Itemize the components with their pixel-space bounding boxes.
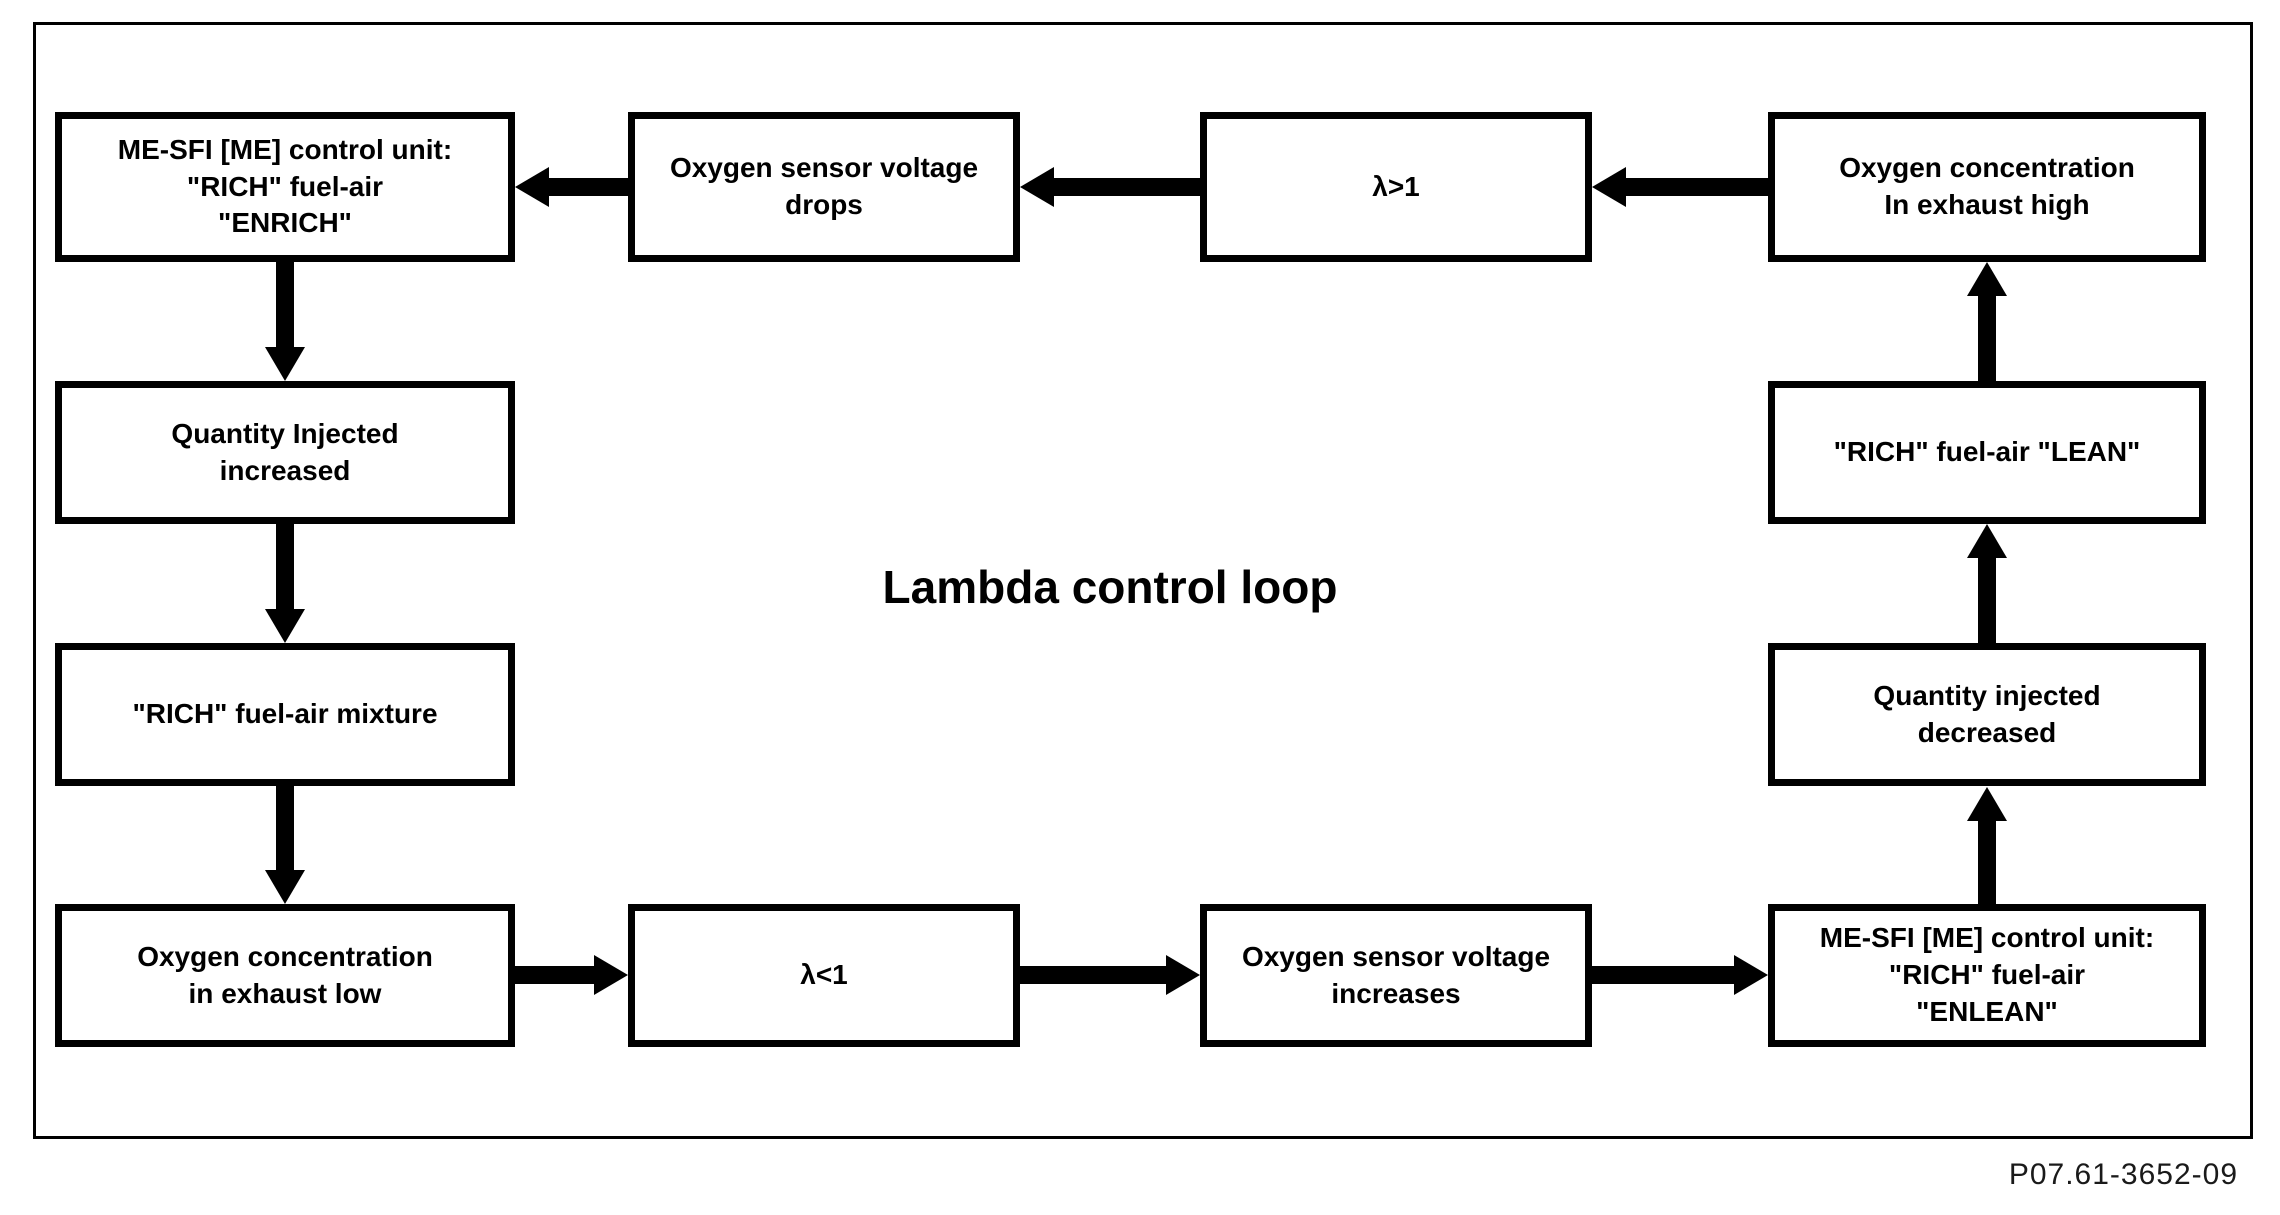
flow-arrow-rich-lean-to-high — [1967, 262, 2007, 381]
box-control-unit-enrich: ME-SFI [ME] control unit: "RICH" fuel-ai… — [55, 112, 515, 262]
box-oxygen-sensor-voltage-drops: Oxygen sensor voltage drops — [628, 112, 1020, 262]
box-label: Quantity Injected increased — [171, 417, 399, 486]
flow-arrow-voltage-drops-to-enrich — [515, 167, 628, 207]
flow-arrow-lambda-lt1-to-voltage-increases — [1020, 955, 1200, 995]
flow-arrow-enrich-to-qty-increased — [265, 262, 305, 381]
box-lambda-greater-than-1: λ>1 — [1200, 112, 1592, 262]
box-label: λ<1 — [800, 959, 848, 991]
flow-arrow-enlean-to-qty-decreased — [1967, 787, 2007, 904]
arrow-right-icon — [1734, 955, 1768, 995]
box-quantity-injected-increased: Quantity Injected increased — [55, 381, 515, 524]
box-label: ME-SFI [ME] control unit: "RICH" fuel-ai… — [1819, 922, 2155, 1027]
flow-arrow-qty-decreased-to-rich-lean — [1967, 524, 2007, 643]
box-label: Oxygen concentration In exhaust high — [1839, 152, 2135, 220]
arrow-right-icon — [1166, 955, 1200, 995]
diagram-title: Lambda control loop — [882, 561, 1338, 613]
flow-arrow-rich-mixture-to-low — [265, 786, 305, 904]
arrow-down-icon — [265, 870, 305, 904]
box-label: λ>1 — [1372, 170, 1420, 202]
box-lambda-less-than-1: λ<1 — [628, 904, 1020, 1047]
reference-number: P07.61-3652-09 — [2008, 1158, 2238, 1191]
box-label: "RICH" fuel-air "LEAN" — [1833, 436, 2141, 468]
box-label: ME-SFI [ME] control unit: "RICH" fuel-ai… — [117, 133, 453, 239]
box-quantity-injected-decreased: Quantity injected decreased — [1768, 643, 2206, 786]
box-control-unit-enlean: ME-SFI [ME] control unit: "RICH" fuel-ai… — [1768, 904, 2206, 1047]
arrow-left-icon — [1020, 167, 1054, 207]
arrow-down-icon — [265, 347, 305, 381]
arrow-left-icon — [515, 167, 549, 207]
arrow-up-icon — [1967, 787, 2007, 821]
box-label: Quantity injected decreased — [1873, 679, 2101, 748]
box-label: Oxygen concentration in exhaust low — [137, 940, 433, 1009]
arrow-up-icon — [1967, 524, 2007, 558]
box-oxygen-concentration-high: Oxygen concentration In exhaust high — [1768, 112, 2206, 262]
box-rich-fuel-air-mixture: "RICH" fuel-air mixture — [55, 643, 515, 786]
arrow-up-icon — [1967, 262, 2007, 296]
box-oxygen-concentration-low: Oxygen concentration in exhaust low — [55, 904, 515, 1047]
flow-arrow-high-to-lambda-gt1 — [1592, 167, 1768, 207]
flow-arrow-low-to-lambda-lt1 — [515, 955, 628, 995]
arrow-down-icon — [265, 609, 305, 643]
flow-arrow-qty-increased-to-rich-mixture — [265, 524, 305, 643]
arrow-left-icon — [1592, 167, 1626, 207]
box-oxygen-sensor-voltage-increases: Oxygen sensor voltage increases — [1200, 904, 1592, 1047]
flow-arrow-lambda-gt1-to-voltage-drops — [1020, 167, 1200, 207]
box-rich-fuel-air-lean: "RICH" fuel-air "LEAN" — [1768, 381, 2206, 524]
arrow-right-icon — [594, 955, 628, 995]
box-label: Oxygen sensor voltage drops — [669, 152, 979, 220]
flow-arrow-voltage-increases-to-enlean — [1592, 955, 1768, 995]
box-label: "RICH" fuel-air mixture — [132, 698, 438, 730]
box-label: Oxygen sensor voltage increases — [1241, 940, 1551, 1009]
